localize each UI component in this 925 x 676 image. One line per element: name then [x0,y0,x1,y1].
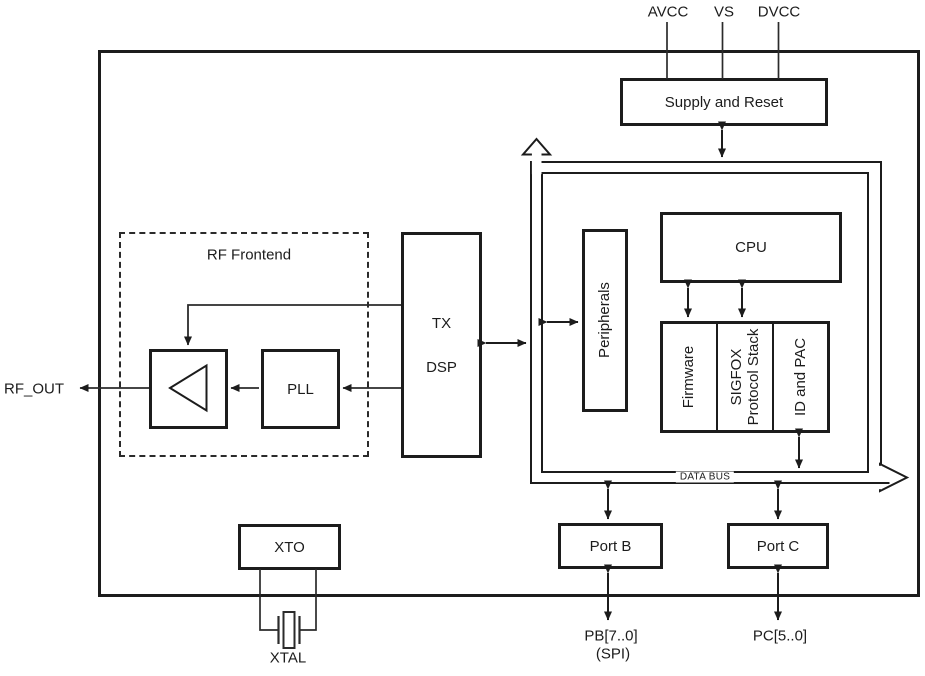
sigfox-line2: Protocol Stack [745,328,762,426]
rf-frontend-label: RF Frontend [206,246,292,264]
port-c-label: Port C [756,537,800,555]
pin-label-dvcc: DVCC [757,3,801,21]
pin-label-spi: (SPI) [595,645,631,663]
tx-dsp-block: TX DSP [401,232,482,458]
pin-label-pb: PB[7..0] [584,627,638,645]
pin-label-vs: VS [713,3,735,21]
xtal-label: XTAL [269,649,307,667]
sigfox-line1: SIGFOX [728,348,745,406]
peripherals-label: Peripherals [596,282,613,358]
cpu-block: CPU [660,212,842,283]
pin-label-pc: PC[5..0] [752,627,808,645]
supply-and-reset-block: Supply and Reset [620,78,828,126]
pin-label-rf-out: RF_OUT [4,380,64,398]
pin-label-avcc: AVCC [647,3,689,21]
pll-block: PLL [261,349,340,429]
xto-block: XTO [238,524,341,570]
data-bus-label: DATA BUS [675,471,735,483]
supply-and-reset-label: Supply and Reset [664,93,784,111]
tx-dsp-labels: TX DSP [426,315,457,376]
cpu-label: CPU [735,239,767,256]
pll-label: PLL [287,380,314,398]
power-amplifier-block [149,349,228,429]
memory-divider-2 [772,324,774,430]
crystal-icon [282,611,296,649]
port-b-block: Port B [558,523,663,569]
memory-divider-1 [716,324,718,430]
tx-label: TX [431,314,452,332]
port-b-label: Port B [589,537,632,555]
xto-label: XTO [274,538,305,556]
chip-outline [98,50,920,597]
dsp-label: DSP [426,358,457,376]
id-pac-label: ID and PAC [792,337,809,417]
firmware-label: Firmware [680,345,697,409]
port-c-block: Port C [727,523,829,569]
